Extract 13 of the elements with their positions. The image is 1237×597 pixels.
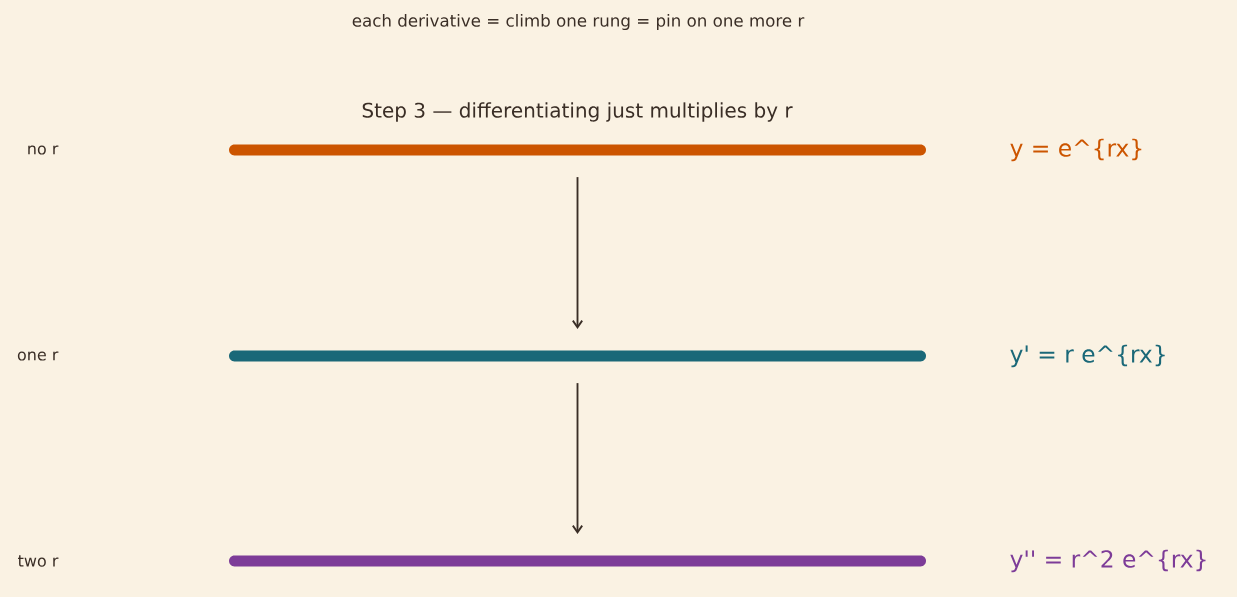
formula-label: y = e^{rx} bbox=[1010, 138, 1142, 162]
side-label: no r bbox=[28, 145, 59, 155]
rung-bar bbox=[229, 350, 926, 362]
arrow bbox=[571, 382, 584, 534]
side-label: two r bbox=[18, 555, 59, 567]
side-label: one r bbox=[17, 351, 59, 361]
arrow bbox=[571, 176, 584, 329]
rung-bar bbox=[229, 555, 926, 567]
formula-label: y' = r e^{rx} bbox=[1010, 344, 1165, 368]
title: Step 3 — differentiating just multiplies by r bbox=[362, 102, 793, 122]
formula-label: y'' = r^2 e^{rx} bbox=[1010, 549, 1206, 573]
top-note: each derivative = climb one rung = pin on one more r bbox=[352, 13, 805, 31]
rung-bar bbox=[229, 144, 926, 156]
